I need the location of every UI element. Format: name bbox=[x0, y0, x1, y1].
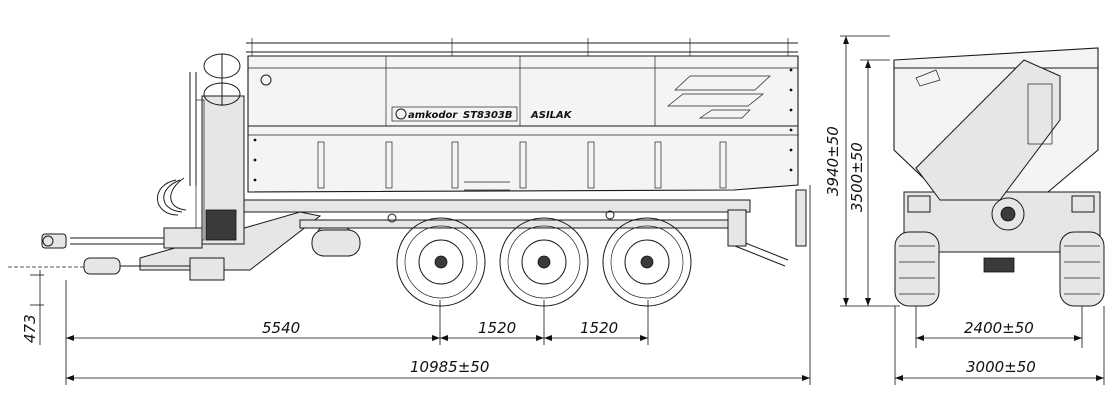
product-name-label: ASILAK bbox=[530, 110, 573, 121]
rear-support-leg bbox=[727, 189, 807, 267]
brand-plate: amkodor ST8303B ASILAK bbox=[391, 106, 573, 122]
wheel-3 bbox=[602, 217, 692, 307]
top-handrail bbox=[246, 38, 798, 56]
drawbar-hitch bbox=[8, 233, 225, 281]
hydraulic-hoses bbox=[157, 177, 187, 216]
front-left-tire bbox=[894, 231, 940, 307]
dimension-lines: 473 5540 1520 1520 10985±50 3940±50 3500… bbox=[21, 35, 1105, 385]
dim-overall-width: 3000±50 bbox=[966, 358, 1036, 376]
edge-rivets bbox=[253, 68, 793, 182]
front-view bbox=[893, 47, 1105, 307]
dim-overall-length: 10985±50 bbox=[410, 358, 489, 376]
wheel-2 bbox=[499, 217, 589, 307]
dim-hitch-height: 473 bbox=[21, 314, 39, 343]
dim-height-body: 3500±50 bbox=[848, 142, 866, 212]
front-right-tire bbox=[1059, 231, 1105, 307]
dim-axle-spacing-1: 1520 bbox=[478, 319, 516, 337]
side-view: amkodor ST8303B ASILAK bbox=[8, 38, 807, 307]
brand-logo-text: amkodor bbox=[408, 110, 458, 121]
dim-axle-spacing-2: 1520 bbox=[580, 319, 618, 337]
model-label: ST8303B bbox=[463, 110, 512, 121]
auger-column bbox=[157, 53, 245, 249]
dim-height-top: 3940±50 bbox=[824, 126, 842, 196]
wheel-1 bbox=[396, 217, 486, 307]
dim-track-width: 2400±50 bbox=[964, 319, 1034, 337]
hopper-body bbox=[247, 55, 799, 193]
dim-front-to-axle: 5540 bbox=[262, 319, 300, 337]
air-tank bbox=[311, 229, 361, 257]
